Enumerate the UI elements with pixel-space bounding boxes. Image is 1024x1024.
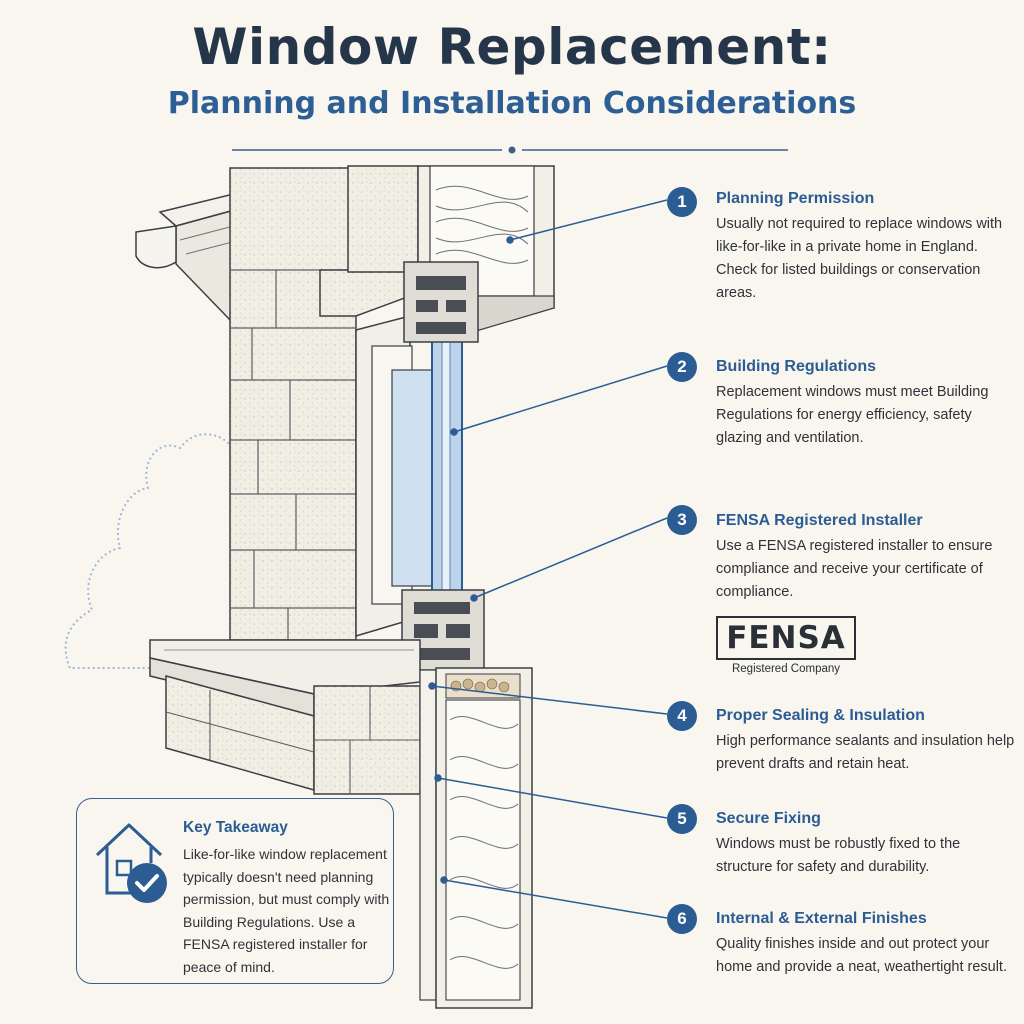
item-title: Proper Sealing & Insulation xyxy=(716,707,925,724)
item-building-regulations: Building Regulations Replacement windows… xyxy=(716,358,1016,450)
badge-6: 6 xyxy=(667,904,697,934)
cavity-wall-bottom xyxy=(435,667,533,1009)
page-subtitle: Planning and Installation Considerations xyxy=(167,86,857,121)
item-title: Building Regulations xyxy=(716,358,876,375)
item-fensa-installer: FENSA Registered Installer Use a FENSA r… xyxy=(716,512,1016,604)
item-title: FENSA Registered Installer xyxy=(716,512,923,529)
item-sealing-insulation: Proper Sealing & Insulation High perform… xyxy=(716,707,1016,776)
item-title: Planning Permission xyxy=(716,190,875,207)
page-title: Window Replacement: xyxy=(192,18,832,76)
fensa-logo: FENSA Registered Company xyxy=(716,616,856,675)
item-text: Windows must be robustly fixed to the st… xyxy=(716,836,961,875)
title-divider xyxy=(232,146,788,154)
item-text: Use a FENSA registered installer to ensu… xyxy=(716,538,993,600)
badge-3: 3 xyxy=(667,505,697,535)
item-secure-fixing: Secure Fixing Windows must be robustly f… xyxy=(716,810,1016,879)
item-text: Replacement windows must meet Building R… xyxy=(716,384,989,446)
badge-2: 2 xyxy=(667,352,697,382)
fensa-logo-mark: FENSA xyxy=(716,616,856,660)
badge-1: 1 xyxy=(667,187,697,217)
item-planning-permission: Planning Permission Usually not required… xyxy=(716,190,1016,305)
item-text: Quality finishes inside and out protect … xyxy=(716,936,1007,975)
window-unit xyxy=(355,261,485,671)
house-check-icon xyxy=(95,823,167,903)
badge-4: 4 xyxy=(667,701,697,731)
badge-5: 5 xyxy=(667,804,697,834)
shrub-outline xyxy=(64,433,237,669)
key-takeaway-box: Key Takeaway Like-for-like window replac… xyxy=(76,798,394,984)
item-title: Internal & External Finishes xyxy=(716,910,927,927)
fensa-logo-caption: Registered Company xyxy=(731,663,841,675)
item-title: Secure Fixing xyxy=(716,810,821,827)
takeaway-text: Like-for-like window replacement typical… xyxy=(183,846,390,975)
item-finishes: Internal & External Finishes Quality fin… xyxy=(716,910,1016,979)
item-text: Usually not required to replace windows … xyxy=(716,216,1003,301)
takeaway-title: Key Takeaway xyxy=(183,819,288,836)
lower-brick-wall xyxy=(165,669,437,1001)
callout-leaders xyxy=(428,199,668,919)
item-text: High performance sealants and insulation… xyxy=(716,733,1015,772)
